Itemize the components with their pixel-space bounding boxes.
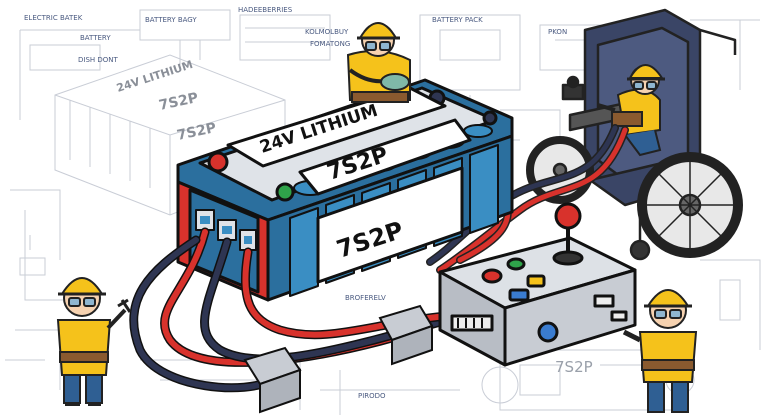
bg-label-kolmolbuy: KOLMOLBUY [305,28,349,36]
bg-bottom-7s2p: 7S2P [555,358,593,376]
battery-pack [176,78,514,302]
bg-label-hadeeberries: HADEEBERRIES [238,6,293,14]
connector-blocks [243,304,434,414]
bg-label-broferelv: BROFERELV [345,294,386,302]
worker-wheelchair [597,64,665,157]
worker-top [346,22,411,103]
worker-left [56,277,132,406]
bg-sketch-24v-text: 24V LITHIUM [115,58,195,95]
bg-label-pirodo: PIRODO [358,392,386,400]
bg-label-formatong: FOMATONG [310,40,350,48]
motor-controller [438,202,637,367]
bg-sketch-7s2p-a: 7S2P [158,90,200,114]
bg-label-pkon: PKON [548,28,567,36]
bg-label-battery-pack: BATTERY PACK [432,16,483,24]
worker-right [622,289,698,413]
bg-label-dish: DISH DONT [78,56,119,64]
bg-label-battery: BATTERY [80,34,111,42]
front-wiring [129,227,465,393]
bg-label-battery-bagy: BATTERY BAGY [145,16,197,24]
bg-label-electric: ELECTRIC BATEK [24,14,83,22]
bg-sketch-7s2p-b: 7S2P [176,120,218,144]
